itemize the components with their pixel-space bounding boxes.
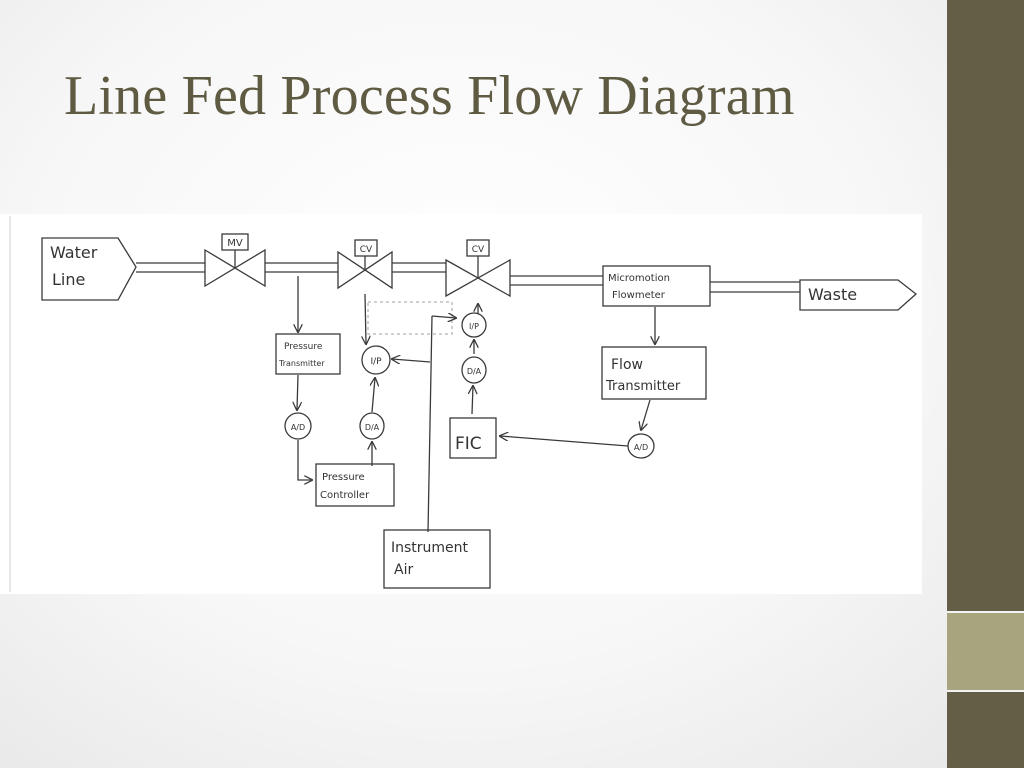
control-valve-2 <box>445 239 511 298</box>
cv2-label: CV <box>472 245 485 255</box>
fic-label: FIC <box>455 434 482 454</box>
theme-sidebar-accent <box>947 613 1024 690</box>
ip2-label: I/P <box>469 322 479 331</box>
pressure-controller <box>315 463 395 507</box>
flow-transmitter-label-2: Transmitter <box>605 379 681 394</box>
flow-transmitter-label-1: Flow <box>611 357 643 373</box>
da2-label: D/A <box>467 367 482 376</box>
instrument-air-label-2: Air <box>394 562 413 578</box>
ip1-label: I/P <box>370 357 382 367</box>
ip-converter-1 <box>362 293 431 375</box>
sidebar-divider-bottom <box>947 690 1024 692</box>
pressure-transmitter-label-2: Transmitter <box>278 359 325 368</box>
instrument-air <box>383 529 491 589</box>
flow-transmitter <box>601 307 707 430</box>
ad2-label: A/D <box>634 443 648 452</box>
sketch-paper <box>0 214 922 594</box>
ad-converter-2 <box>500 434 655 459</box>
instrument-air-label-1: Instrument <box>391 540 469 556</box>
waste-label: Waste <box>808 285 857 304</box>
pressure-transmitter <box>275 276 341 375</box>
ip-converter-2 <box>461 304 487 338</box>
flow-indicating-controller <box>449 386 497 459</box>
pressure-transmitter-label-1: Pressure <box>284 342 323 352</box>
manual-valve <box>204 233 266 288</box>
ad1-label: A/D <box>291 423 305 432</box>
micromotion-label-2: Flowmeter <box>612 290 666 301</box>
water-line-label-1: Water <box>50 243 98 262</box>
water-line-source <box>41 237 137 301</box>
da1-label: D/A <box>365 423 380 432</box>
slide-title: Line Fed Process Flow Diagram <box>64 65 795 127</box>
main-pipe <box>136 262 800 293</box>
pressure-controller-label-1: Pressure <box>322 472 365 483</box>
sidebar-divider-top <box>947 611 1024 613</box>
ad-converter-1 <box>284 374 312 480</box>
control-valve-1 <box>337 239 393 290</box>
mv-label: MV <box>227 238 243 249</box>
pressure-controller-label-2: Controller <box>320 490 370 501</box>
water-line-label-2: Line <box>52 270 85 289</box>
da-converter-1 <box>359 378 385 466</box>
cv1-label: CV <box>360 245 373 255</box>
process-flow-diagram: Water Line MV CV CV Micromotion Flowmete… <box>0 214 922 594</box>
micromotion-label-1: Micromotion <box>608 273 670 284</box>
da-converter-2 <box>461 340 487 384</box>
waste-destination <box>799 279 918 311</box>
micromotion-flowmeter <box>602 265 711 307</box>
